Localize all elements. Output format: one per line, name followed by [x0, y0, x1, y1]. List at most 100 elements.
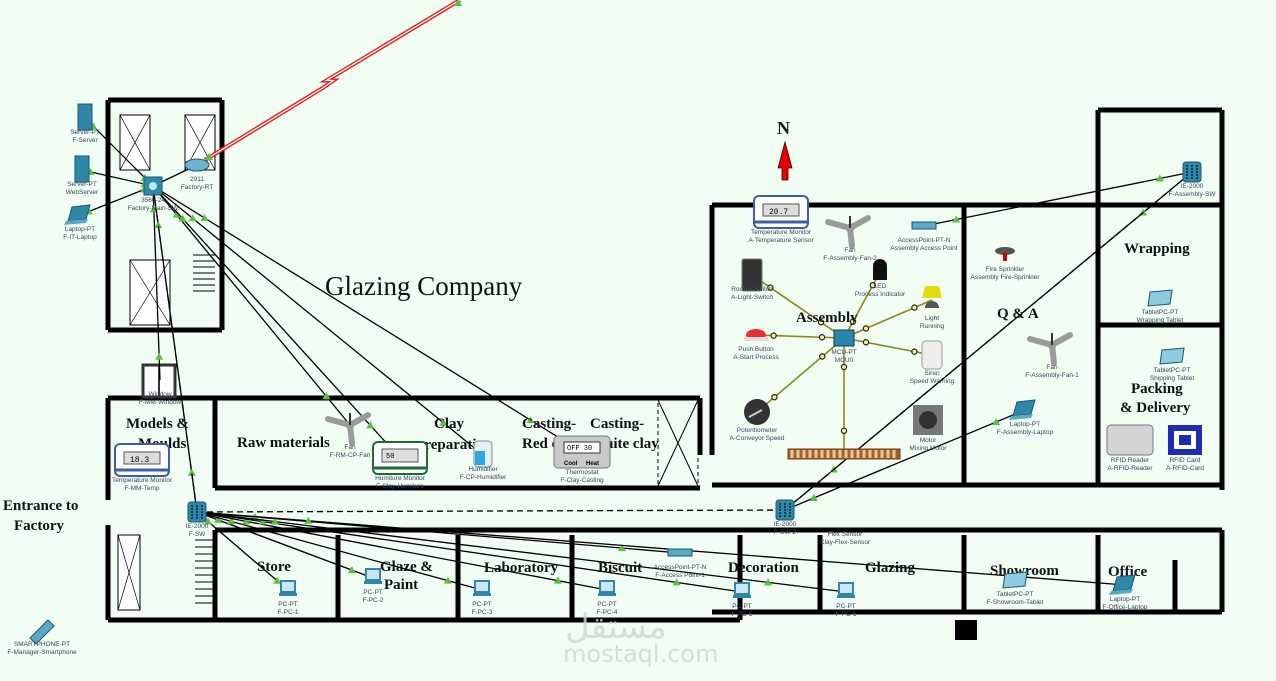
server-icon	[74, 155, 90, 183]
mcu-board-icon	[833, 329, 855, 347]
device-server[interactable]: Server-PTF-Server	[70, 103, 100, 144]
device-name: Factory-RT	[181, 184, 213, 191]
link-arrow-icon	[443, 576, 452, 584]
device-model: RFID Reader	[1111, 457, 1150, 464]
device-name: F-Assembly-SW	[1169, 191, 1217, 198]
device-model: Humiture Monitor	[375, 475, 426, 482]
room-biscuit: Biscuit	[598, 560, 642, 576]
device-model: TabletPC-PT	[997, 591, 1034, 598]
device-name: F-MM-Window	[139, 399, 182, 406]
ethernet-link	[196, 511, 289, 591]
device-pc5[interactable]: PC-PTF-PC-5	[732, 582, 753, 618]
ethernet-link	[196, 511, 743, 593]
link-arrow-icon	[270, 517, 279, 525]
device-name: F-Manager-Smartphone	[7, 649, 77, 656]
pillar	[955, 620, 977, 640]
device-name: Shipping Tablet	[1150, 375, 1195, 382]
device-name: F-Showroom-Tablet	[987, 599, 1044, 606]
link-arrow-icon	[439, 418, 448, 426]
device-name: Assembly Access Point	[890, 245, 957, 252]
iot-port	[869, 282, 877, 289]
device-model: IE-2000	[186, 523, 209, 530]
device-model: PC-PT	[836, 603, 856, 610]
device-pc3[interactable]: PC-PTF-PC-3	[472, 580, 493, 616]
conveyor-icon	[787, 448, 901, 460]
device-pc1[interactable]: PC-PTF-PC-1	[278, 580, 299, 616]
device-smartphone[interactable]: SMARTPHONE-PTF-Manager-Smartphone	[7, 619, 77, 656]
fiber-link	[196, 509, 786, 513]
device-ap1[interactable]: AccessPoint-PT-NF-Access Point-1	[654, 548, 707, 579]
device-itlaptop[interactable]: Laptop-PTF-IT-Laptop	[63, 204, 97, 241]
device-model: PC-PT	[363, 589, 383, 596]
device-model: Laptop-PT	[1110, 596, 1140, 603]
room-glazing: Glazing	[865, 560, 916, 576]
ethernet-link	[196, 511, 1126, 586]
device-name: F-PC-1	[278, 609, 299, 616]
link-arrow-icon	[672, 578, 681, 586]
device-conveyor[interactable]	[787, 448, 901, 460]
iot-link	[756, 337, 845, 413]
device-asmlaptop[interactable]: Laptop-PTF-Assembly-Laptop	[997, 399, 1054, 436]
device-model: Laptop-PT	[65, 226, 95, 233]
room-store: Store	[257, 559, 291, 575]
room-label: Clay	[434, 416, 465, 432]
device-model: Temperature Monitor	[751, 229, 812, 236]
device-pc6[interactable]: PC-PTF-PC-6	[836, 582, 857, 618]
device-showtablet[interactable]: TabletPC-PTF-Showroom-Tablet	[987, 571, 1044, 606]
room-label: Entrance to	[3, 498, 78, 514]
link-arrow-icon	[227, 517, 236, 525]
link-arrow-icon	[347, 566, 356, 574]
room-label: Packing	[1131, 381, 1183, 397]
thermostat-button-cool[interactable]: Cool	[564, 461, 578, 467]
access-point-icon	[667, 548, 693, 557]
room-label: Glazing	[865, 560, 916, 576]
device-name: Running	[920, 323, 945, 330]
thermostat-button-heat[interactable]: Heat	[586, 461, 599, 467]
reading: 20.7	[769, 208, 788, 217]
room-qa: Q & A	[997, 306, 1039, 322]
device-model: RFID Card	[1169, 457, 1200, 464]
device-pc2[interactable]: PC-PTF-PC-2	[363, 568, 384, 604]
device-name: F-CP-Humidifier	[460, 474, 507, 481]
room-labels: Models &MouldsRaw materialsClaypreparati…	[3, 241, 1191, 593]
siren-icon	[921, 340, 943, 370]
device-officelaptop[interactable]: Laptop-PTF-Office-Laptop	[1102, 574, 1148, 611]
device-model: PC-PT	[597, 601, 617, 608]
room-label: Casting-	[590, 416, 644, 432]
link-arrow-icon	[203, 517, 212, 525]
room-label: Casting-	[522, 416, 576, 432]
room-assembly: Assembly	[796, 310, 858, 326]
device-pc4[interactable]: PC-PTF-PC-4	[597, 580, 618, 616]
